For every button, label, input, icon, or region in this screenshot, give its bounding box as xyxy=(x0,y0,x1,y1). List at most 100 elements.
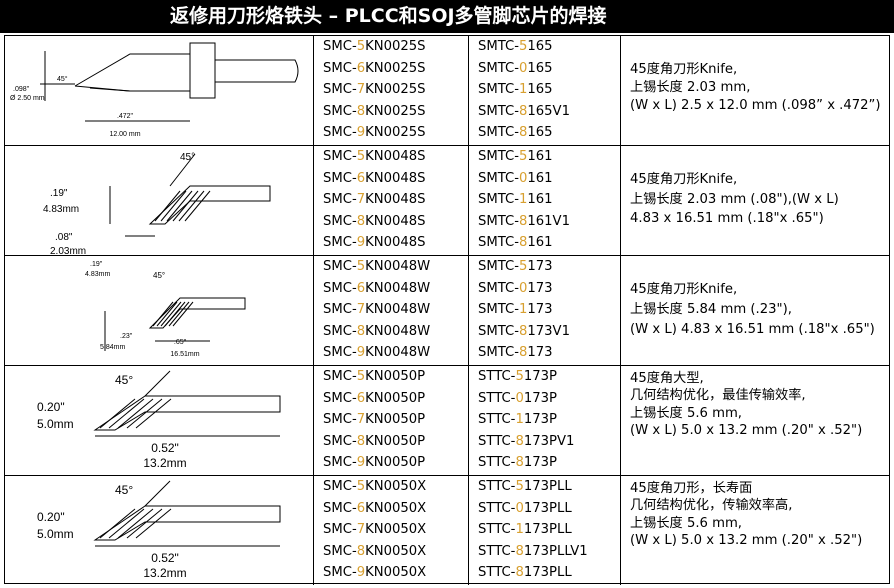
part-number: SMTC-0165 xyxy=(478,61,553,77)
part-text: SMTC- xyxy=(478,323,519,339)
part-number: SMC-5KN0048W xyxy=(323,259,430,275)
part-series-digit: 8 xyxy=(515,455,524,470)
part-text: SMTC- xyxy=(478,259,519,274)
part-text: SMTC- xyxy=(478,170,519,186)
part-text: SMTC- xyxy=(478,345,519,360)
part-text: KN0050P xyxy=(365,390,426,406)
part-text: 173PLL xyxy=(523,565,572,580)
part-number: SMC-9KN0050P xyxy=(323,455,425,471)
part-text: SMC- xyxy=(323,103,357,119)
description-line: 4.83 x 16.51 mm (.18"x .65") xyxy=(630,211,824,226)
description-line: 45度角刀形Knife, xyxy=(630,172,738,187)
part-text: KN0025S xyxy=(365,103,426,119)
part-series-digit: 5 xyxy=(519,39,528,54)
description-line: (W x L) 2.5 x 12.0 mm (.098” x .472”) xyxy=(630,98,881,113)
description-cell: 45度角大型,几何结构优化，最佳传输效率,上锡长度 5.6 mm,(W x L)… xyxy=(621,366,889,475)
part-text: SMC- xyxy=(323,543,357,559)
part-series-digit: 8 xyxy=(519,323,528,339)
part-series-digit: 1 xyxy=(515,412,524,427)
part-series-digit: 9 xyxy=(356,565,366,580)
dimension-label: .472" xyxy=(117,113,134,120)
part-series-digit: 5 xyxy=(515,369,524,384)
part-series-digit: 5 xyxy=(519,149,528,164)
part-text: 173P xyxy=(523,390,557,406)
angle-label: 45° xyxy=(153,271,165,280)
part-series-digit: 5 xyxy=(356,39,366,54)
part-text: KN0050X xyxy=(365,500,427,516)
part-number: SMTC-5165 xyxy=(478,39,553,55)
part-text: SMC- xyxy=(323,60,357,76)
part-text: SMTC- xyxy=(478,82,519,97)
part-number: STTC-1173PLL xyxy=(478,522,572,538)
part-text: KN0048S xyxy=(365,235,426,250)
part-number: SMC-7KN0050P xyxy=(323,412,425,428)
part-series-digit: 5 xyxy=(356,149,366,164)
part-text: 173PLLV1 xyxy=(523,543,588,559)
description-line: 上锡长度 2.03 mm (.08"),(W x L) xyxy=(630,192,839,207)
part-number: SMC-8KN0050X xyxy=(323,544,426,560)
part-text: STTC- xyxy=(478,369,516,384)
part-text: SMC- xyxy=(323,170,357,186)
dimension-label: 16.51mm xyxy=(170,351,199,358)
part-number: SMTC-5173 xyxy=(478,259,553,275)
part-text: KN0048W xyxy=(365,259,431,274)
part-series-digit: 5 xyxy=(515,479,524,494)
part-number: STTC-8173PLL xyxy=(478,565,572,581)
part-number: SMC-5KN0050X xyxy=(323,479,426,495)
dimension-label: 13.2mm xyxy=(143,566,186,580)
part-number: SMTC-0161 xyxy=(478,171,553,187)
part-series-digit: 1 xyxy=(519,302,528,317)
dimension-label: .19" xyxy=(90,261,103,268)
part-text: SMC- xyxy=(323,522,357,537)
part-number: STTC-8173PLLV1 xyxy=(478,544,588,560)
part-series-digit: 9 xyxy=(356,125,366,140)
part-text: 165 xyxy=(527,60,553,76)
part-series-digit: 8 xyxy=(519,213,528,229)
part-text: KN0048S xyxy=(365,192,426,207)
part-text: KN0025S xyxy=(365,60,426,76)
part-number: STTC-0173PLL xyxy=(478,501,572,517)
part-text: STTC- xyxy=(478,455,516,470)
part-number: SMC-9KN0048W xyxy=(323,345,430,361)
description-line: 几何结构优化，传输效率高, xyxy=(630,498,793,513)
part-text: STTC- xyxy=(478,500,516,516)
part-text: KN0050P xyxy=(365,412,426,427)
part-text: 173PV1 xyxy=(523,433,575,449)
part-text: SMTC- xyxy=(478,125,519,140)
description-line: 上锡长度 2.03 mm, xyxy=(630,80,751,95)
part-text: KN0025S xyxy=(365,125,426,140)
part-text: KN0048W xyxy=(365,345,431,360)
part-text: SMC- xyxy=(323,280,357,296)
part-text: KN0050X xyxy=(365,522,427,537)
part-text: SMC- xyxy=(323,125,357,140)
part-series-digit: 5 xyxy=(356,259,366,274)
description-cell: 45度角刀形Knife, 上锡长度 2.03 mm (.08"),(W x L) 4… xyxy=(621,146,889,255)
part-series-digit: 5 xyxy=(356,369,366,384)
tip-diagram: 45°.19"4.83mm.08"2.03mm xyxy=(43,152,271,256)
part-number: SMC-6KN0025S xyxy=(323,61,426,77)
dimension-label: 0.20" xyxy=(37,400,65,414)
angle-label: 45° xyxy=(115,483,133,497)
part-number: SMC-7KN0048W xyxy=(323,302,430,318)
dimension-label: 12.00 mm xyxy=(109,131,140,138)
angle-label: 45° xyxy=(57,75,68,83)
dimension-label: 0.52" xyxy=(151,441,179,455)
part-text: KN0048W xyxy=(365,323,431,339)
part-text: SMC- xyxy=(323,455,357,470)
part-number: STTC-8173PV1 xyxy=(478,434,574,450)
part-text: KN0048W xyxy=(365,302,431,317)
part-text: KN0025S xyxy=(365,82,426,97)
description-line: 上锡长度 5.6 mm, xyxy=(630,406,742,421)
part-text: SMC- xyxy=(323,235,357,250)
part-series-digit: 6 xyxy=(356,60,366,76)
part-series-digit: 8 xyxy=(519,103,528,119)
part-text: SMC- xyxy=(323,369,357,384)
part-number: STTC-5173P xyxy=(478,369,557,385)
